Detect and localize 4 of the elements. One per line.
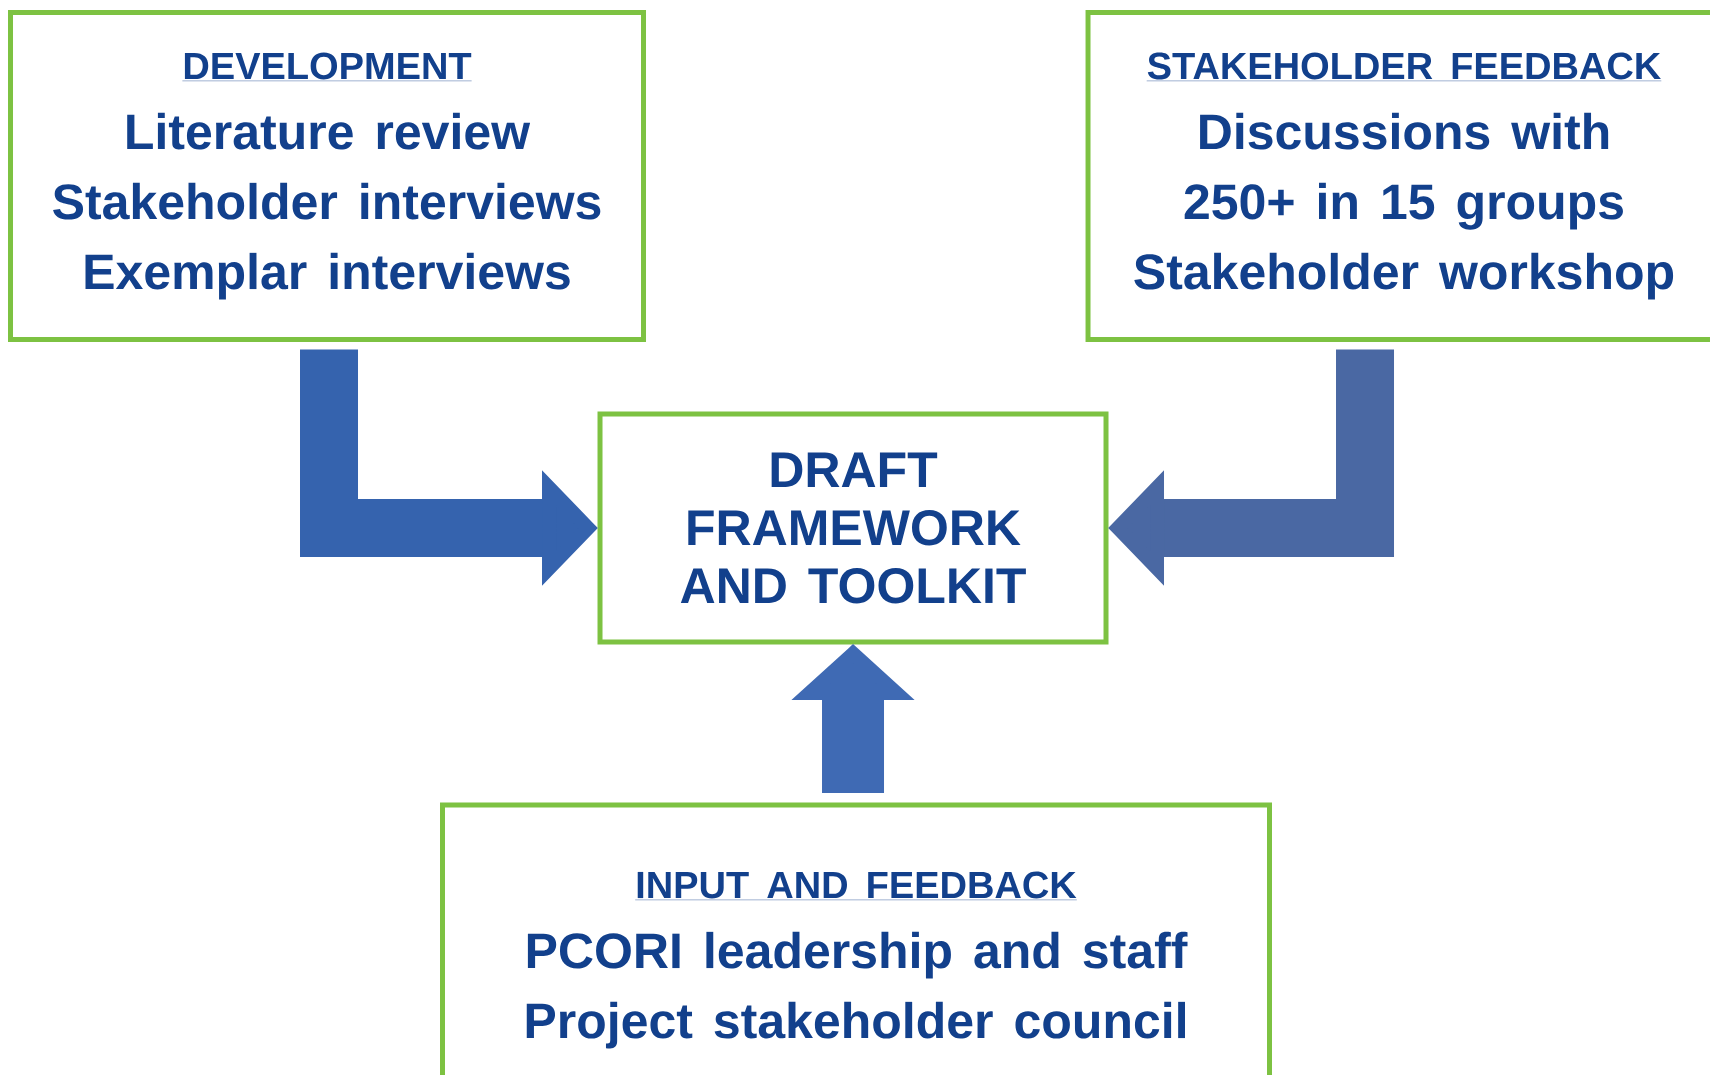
text-box: DRAFT FRAMEWORK AND TOOLKIT bbox=[597, 411, 1109, 645]
text-box: DEVELOPMENT Literature review Stakeholder interviews Exemplar interviews bbox=[8, 10, 646, 342]
text-box: INPUT AND FEEDBACK PCORI leadership and staff Project stakeholder council bbox=[440, 802, 1272, 1075]
text-box: STAKEHOLDER FEEDBACK Discussions with 250+ in 15 groups Stakeholder workshop bbox=[1085, 10, 1710, 342]
